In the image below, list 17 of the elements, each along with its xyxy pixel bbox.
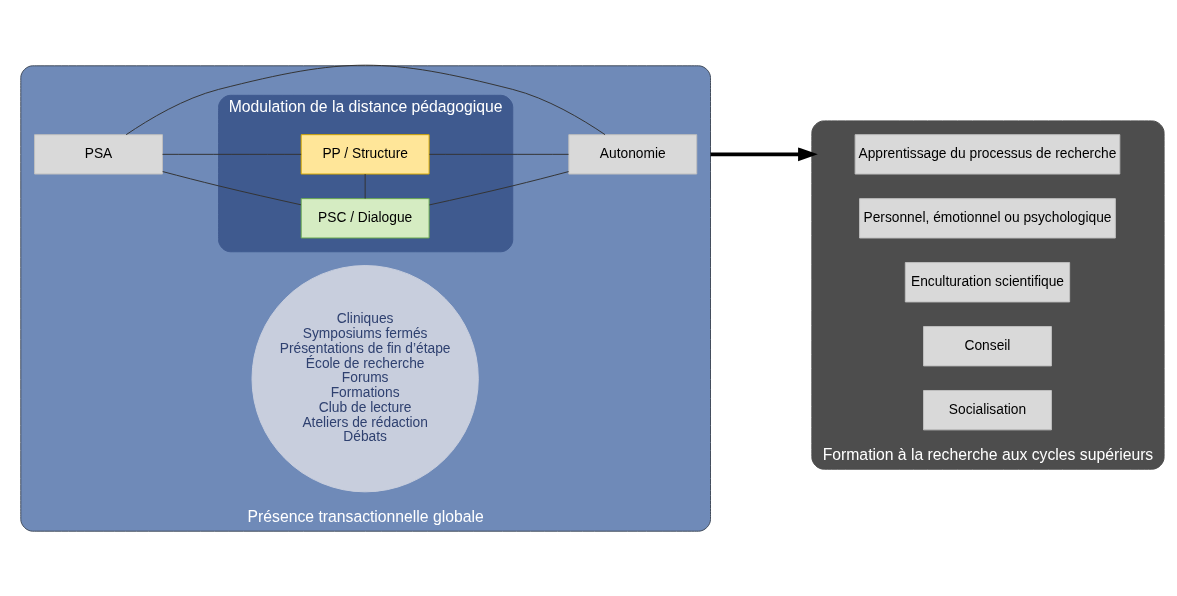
connector	[364, 173, 366, 199]
node-box: Personnel, émotionnel ou psychologique	[859, 197, 1116, 238]
node-box: Socialisation	[923, 389, 1052, 430]
connector	[162, 153, 302, 155]
arrow	[710, 146, 818, 161]
node-box: PSA	[34, 133, 163, 175]
connector	[428, 153, 569, 155]
node-box: Apprentissage du processus de recherche	[854, 133, 1121, 175]
connector	[428, 170, 570, 205]
node-box: PSC / Dialogue	[300, 197, 430, 238]
node-box: PP / Structure	[300, 133, 430, 175]
node-box: Conseil	[923, 325, 1052, 366]
node-box: Enculturation scientifique	[904, 261, 1071, 302]
connector	[125, 64, 606, 135]
node-box: Autonomie	[568, 133, 698, 175]
connector	[162, 170, 302, 205]
node-circle: Cliniques Symposiums fermés Présentations de fin d’étape École de recherche Forums Formations Club de lecture Ateliers de rédaction Débats	[251, 264, 479, 492]
